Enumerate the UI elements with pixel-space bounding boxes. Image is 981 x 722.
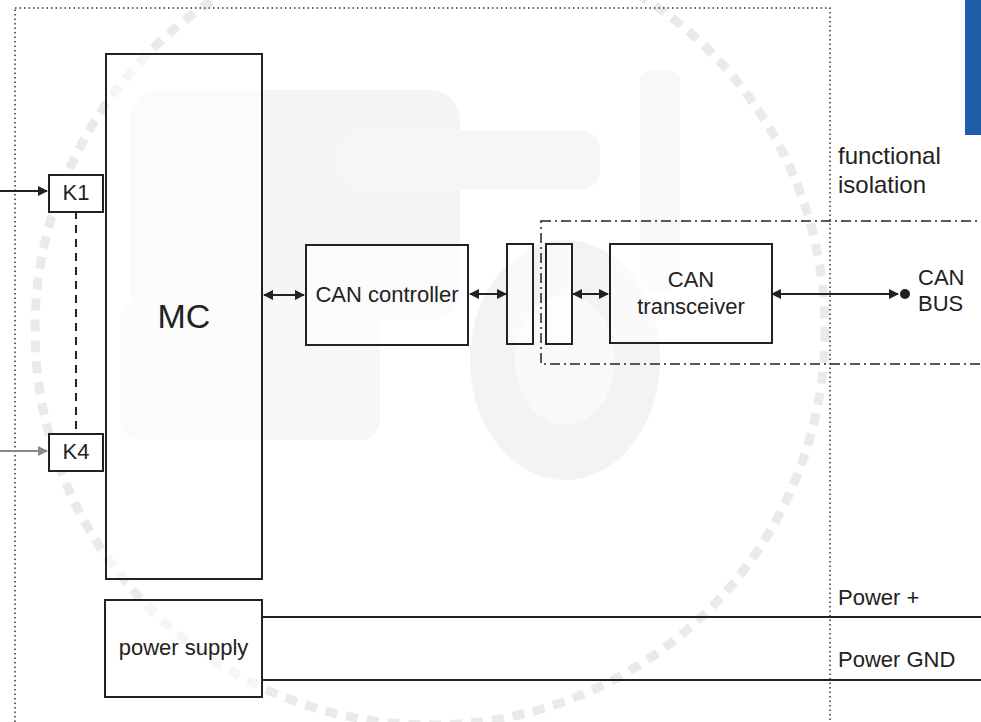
bus-arrow	[772, 293, 898, 295]
bus-terminal-dot	[900, 289, 910, 299]
dash-dot-outline-rect	[541, 221, 981, 364]
bidirectional-connector	[264, 294, 304, 296]
bidirectional-connector	[470, 293, 608, 295]
bus-label: CAN BUS	[918, 265, 973, 318]
faded-car-illustration	[35, 0, 825, 722]
box-label: CAN transceiver	[615, 267, 767, 321]
blue-corner-bar	[965, 0, 981, 135]
box-label: K1	[59, 180, 94, 207]
dashed-link	[75, 211, 77, 433]
isolator-arrowhead	[573, 293, 581, 295]
transceiver-box: CAN transceiver	[609, 243, 773, 344]
relay-box: K4	[48, 433, 104, 472]
signal-label: Power GND	[838, 647, 955, 673]
box-label: MC	[154, 296, 215, 337]
ground-wire	[263, 679, 981, 681]
isolator-bar	[546, 244, 572, 344]
input-arrow	[0, 190, 47, 192]
power-wire	[263, 616, 981, 618]
isolator-bar	[507, 244, 533, 344]
isolator-arrowhead	[498, 293, 506, 295]
microcontroller-box: MC	[105, 53, 263, 580]
box-label: power supply	[115, 635, 253, 662]
region-label: functional isolation	[838, 142, 963, 200]
isolation-region: functional isolationCAN transceiver	[540, 220, 981, 365]
box-label: K4	[59, 439, 94, 466]
device-boundary	[15, 8, 830, 722]
signal-label: Power +	[838, 585, 919, 611]
power-supply-box: power supply	[104, 599, 263, 698]
controller-box: CAN controller	[305, 244, 469, 346]
box-label: CAN controller	[311, 282, 462, 309]
input-arrow-grey	[0, 450, 47, 452]
relay-box: K1	[48, 174, 104, 213]
